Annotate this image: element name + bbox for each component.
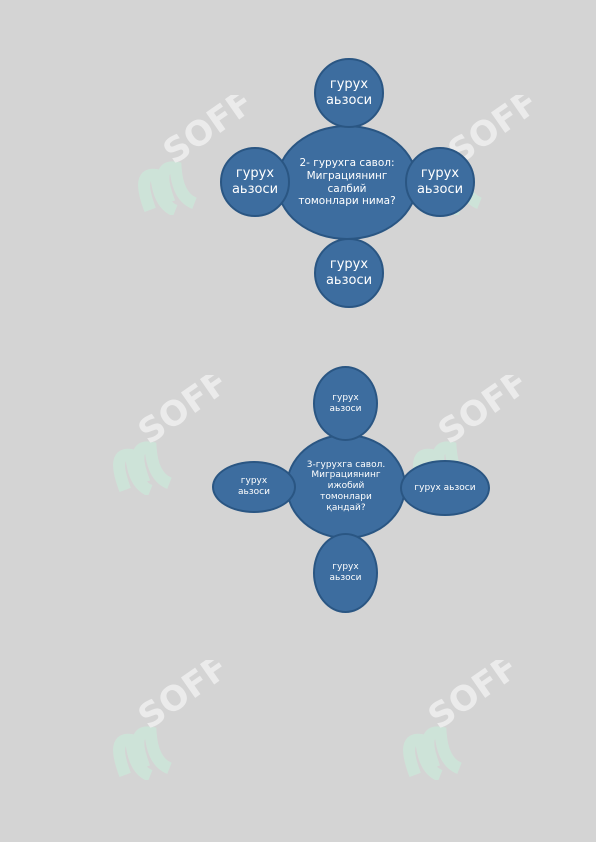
watermark-logo: SOFF [113, 660, 236, 780]
watermark-text: SOFF [421, 660, 526, 738]
member-label: гурух аьзоси [416, 166, 464, 197]
member-node-left: гурух аьзоси [220, 147, 290, 217]
watermark-text: SOFF [131, 375, 236, 453]
member-label: гурух аьзоси [325, 77, 373, 108]
member-label: гурух аьзоси [231, 166, 279, 197]
member-node-top: гурух аьзоси [313, 366, 378, 441]
center-question-text: 3-гурухга савол. Миграциянинг ижобий том… [306, 459, 386, 513]
member-node-bottom: гурух аьзоси [313, 533, 378, 613]
member-label: гурух аьзоси [414, 482, 476, 493]
member-node-top: гурух аьзоси [314, 58, 384, 128]
member-node-right: гурух аьзоси [405, 147, 475, 217]
watermark-text: SOFF [131, 660, 236, 738]
watermark-text: SOFF [431, 375, 536, 453]
watermark-logo: SOFF [113, 375, 236, 495]
member-label: гурух аьзоси [329, 562, 362, 583]
member-node-bottom: гурух аьзоси [314, 238, 384, 308]
center-question-text: 2- гурухга савол: Миграциянинг салбий то… [298, 157, 396, 208]
member-label: гурух аьзоси [329, 392, 362, 414]
member-label: гурух аьзоси [238, 476, 270, 497]
member-node-left: гурух аьзоси [212, 461, 296, 513]
member-node-right: гурух аьзоси [400, 460, 490, 516]
center-question-node: 3-гурухга савол. Миграциянинг ижобий том… [286, 434, 406, 539]
member-label: гурух аьзоси [325, 257, 373, 288]
watermark-logo: SOFF [403, 660, 526, 780]
center-question-node: 2- гурухга савол: Миграциянинг салбий то… [276, 125, 418, 240]
